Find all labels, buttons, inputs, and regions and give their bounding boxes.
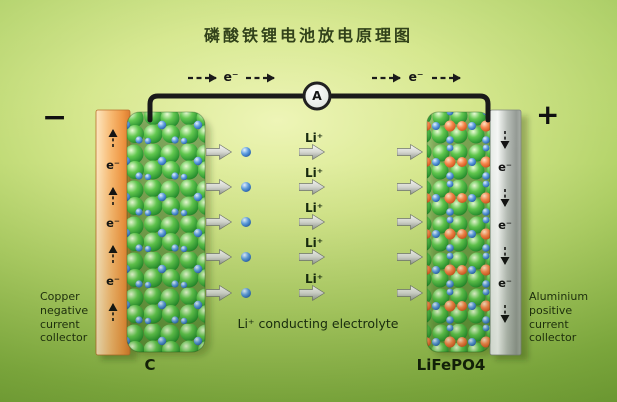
lithium-ion-label: Li⁺ [304,201,324,215]
copper-collector-caption: Copper negative current collector [40,290,89,345]
electron-label-top-right: e⁻ [408,69,424,84]
ion-flow-arrow [299,249,325,265]
lithium-ion-label: Li⁺ [304,272,324,286]
cathode-material-label: LiFePO4 [416,356,486,374]
electron-label-aluminium: e⁻ [498,276,512,290]
electron-label-top-left: e⁻ [223,69,239,84]
aluminium-collector-caption: Aluminium positive current collector [529,290,589,345]
ammeter-label: A [312,88,322,103]
lithium-ion-dot [241,288,251,298]
anode-graphite-cluster [126,111,206,353]
lithium-ion-label: Li⁺ [304,131,324,145]
positive-terminal-sign: + [536,98,560,131]
ion-flow-arrow [397,179,423,195]
lithium-ion-dot [241,147,251,157]
electron-label-copper: e⁻ [106,274,120,288]
electrolyte-caption: Li⁺ conducting electrolyte [237,316,399,331]
ammeter-icon [302,81,332,111]
lithium-ion-dot [241,182,251,192]
negative-terminal-sign: − [42,100,68,135]
lithium-ion-dot [241,217,251,227]
circuit-wire [147,93,491,123]
lithium-ion-label: Li⁺ [304,236,324,250]
ion-flow-arrow [299,214,325,230]
ion-flow-arrow [397,214,423,230]
electron-label-copper: e⁻ [106,216,120,230]
anode-material-label: C [144,356,156,374]
electron-label-aluminium: e⁻ [498,160,512,174]
electron-label-copper: e⁻ [106,158,120,172]
ion-flow-arrow [397,144,423,160]
ion-flow-arrow [299,179,325,195]
diagram-title: 磷酸铁锂电池放电原理图 [203,26,413,45]
ion-flow-arrow [299,144,325,160]
ion-flow-arrow [299,285,325,301]
ion-flow-arrow [397,249,423,265]
ion-flow-arrow [397,285,423,301]
lithium-ion-dot [241,252,251,262]
cathode-lifepo4-cluster [426,111,491,353]
electron-label-aluminium: e⁻ [498,218,512,232]
lithium-ion-label: Li⁺ [304,166,324,180]
